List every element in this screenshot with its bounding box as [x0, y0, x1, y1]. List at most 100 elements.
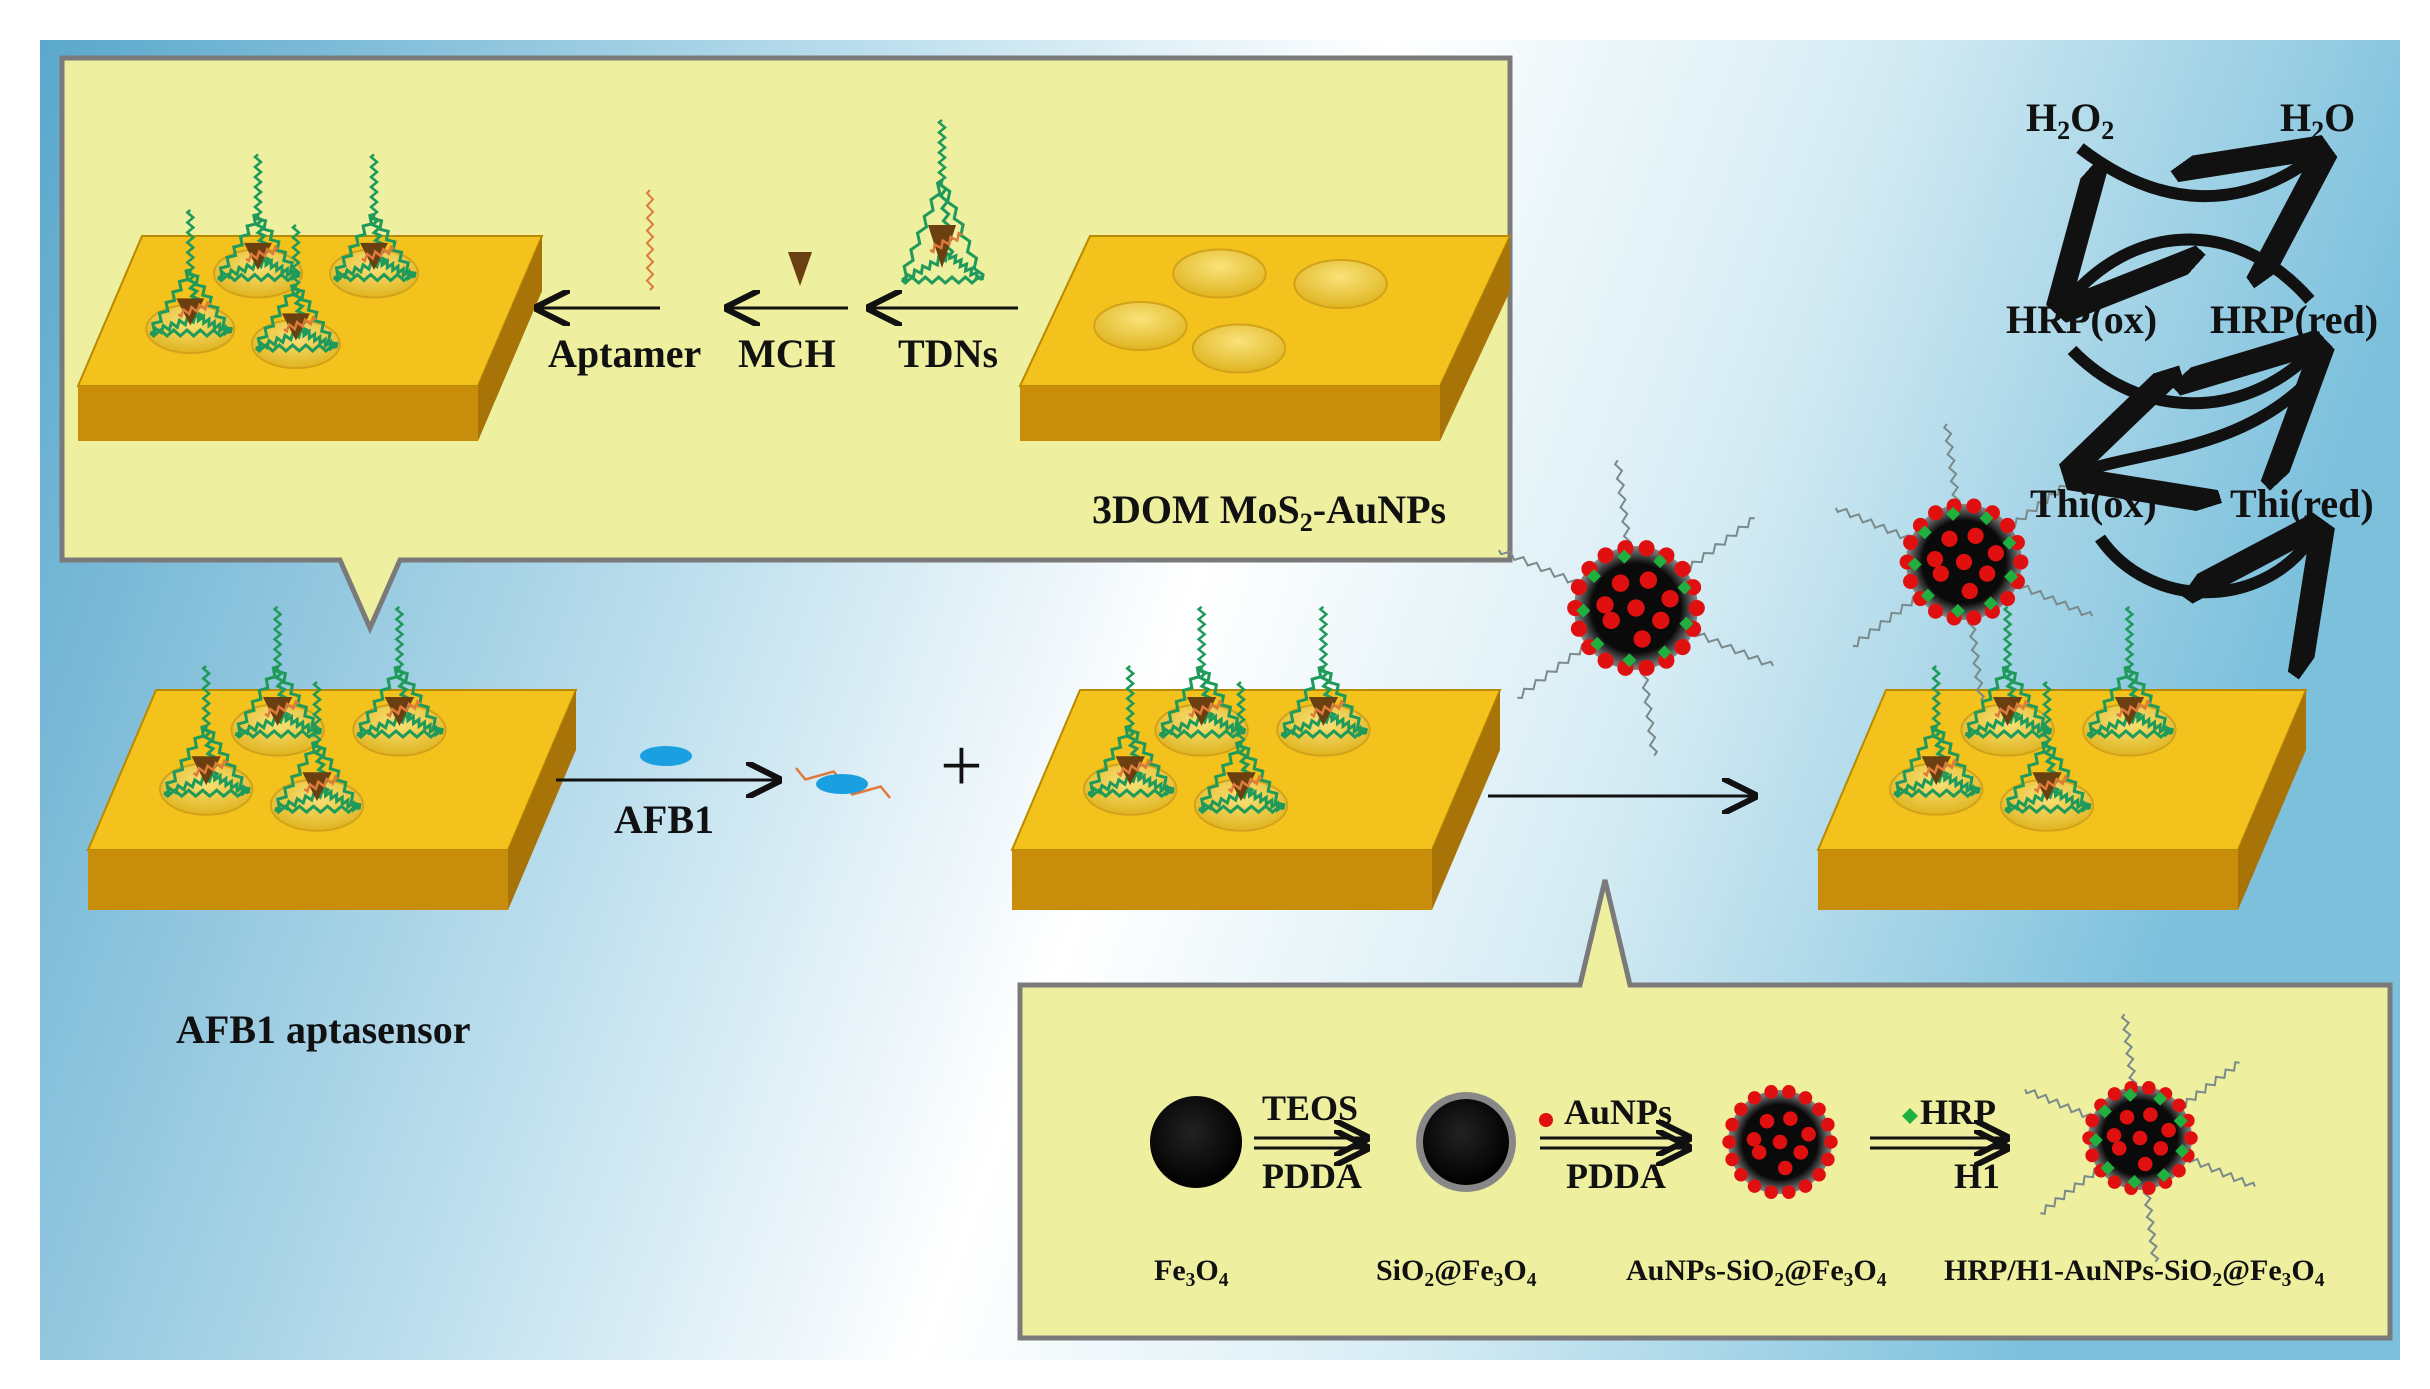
- aunp-dot: [2172, 1163, 2186, 1178]
- dna-strand: [255, 214, 301, 278]
- dna-strand: [275, 666, 323, 735]
- aptamer-strand: [1125, 665, 1136, 727]
- cycle-arrow-thi-red-to-ox: [2086, 380, 2315, 470]
- dna-strand: [217, 213, 259, 279]
- aunp-dot: [1979, 565, 1996, 582]
- aunp-dot: [1596, 596, 1614, 614]
- complement-strand: [192, 758, 228, 778]
- aptasensor-label: AFB1 aptasensor: [176, 1007, 471, 1052]
- h1-strand: [2142, 1188, 2160, 1263]
- hrp-dot: [2100, 1161, 2115, 1176]
- h1-strand: [1942, 423, 1961, 506]
- complement-strand: [2116, 699, 2152, 719]
- dna-strand: [254, 342, 337, 354]
- dna-tetrahedron: [1280, 605, 1368, 739]
- hrp-dot: [1920, 588, 1935, 603]
- aunp-dot: [1638, 540, 1655, 557]
- aunp-dot: [1966, 498, 1982, 514]
- chip-side-face: [478, 236, 542, 441]
- dna-strand: [274, 804, 360, 815]
- hrp-dot: [2088, 1133, 2103, 1148]
- aunp-dot: [1987, 545, 2005, 562]
- step2-bottom-label: PDDA: [1566, 1156, 1666, 1196]
- aunp-dot: [2107, 1175, 2122, 1189]
- dna-strand: [396, 666, 444, 735]
- complement-strand: [264, 699, 300, 719]
- aunp-dot: [1722, 1135, 1736, 1149]
- aunp-dot: [1782, 1185, 1796, 1199]
- aunp-dot: [1639, 571, 1658, 589]
- chip-side-face: [508, 690, 576, 910]
- complement-strand: [245, 244, 279, 264]
- aunp-dot: [1597, 547, 1614, 564]
- dna-strand: [1893, 724, 1937, 795]
- dna-strand: [216, 272, 300, 283]
- dna-strand: [332, 272, 416, 283]
- dna-tetrahedron: [254, 224, 339, 354]
- h1-strand: [2120, 1013, 2138, 1088]
- aunp-dot: [2111, 1141, 2127, 1156]
- dna-strand: [2053, 788, 2091, 813]
- h1-strand: [1834, 507, 1912, 540]
- dna-strand: [1933, 725, 1981, 794]
- aunp-dot: [1570, 579, 1587, 596]
- hrp-dot: [1950, 603, 1965, 618]
- chip-well: [1172, 248, 1267, 299]
- dna-strand: [901, 178, 943, 282]
- hrp-dot: [1946, 506, 1961, 521]
- aunp-dot: [1746, 1132, 1762, 1147]
- h1-strand: [1517, 644, 1587, 699]
- complement-strand: [1922, 758, 1958, 778]
- mos2-substrate-chip: [1018, 235, 1512, 441]
- hrp-reagent-icon: [1902, 1108, 1918, 1124]
- functionalized-chip-top: [76, 153, 544, 441]
- hrp-dot: [1917, 525, 1932, 540]
- aunps-sio2-fe3o4-particle: [1722, 1085, 1838, 1199]
- h1-strand: [2016, 584, 2094, 617]
- aptamer-strand: [2002, 605, 2013, 668]
- aunp-dot: [1801, 1126, 1816, 1142]
- h1-strand: [1685, 517, 1755, 572]
- hrp-dot: [2175, 1144, 2190, 1159]
- dna-strand: [323, 788, 361, 813]
- hrp-dot: [1617, 549, 1632, 564]
- aunp-dot: [1966, 610, 1982, 626]
- aunp-dot: [2085, 1148, 2099, 1163]
- h1-strand: [2181, 1061, 2240, 1109]
- aptamer-afb1-complex-molecule: [816, 774, 868, 794]
- final-chip: [1816, 605, 2308, 910]
- dna-strand: [2126, 666, 2174, 735]
- dna-strand: [234, 729, 321, 739]
- dna-strand: [213, 772, 250, 797]
- dna-tetrahedron: [163, 665, 251, 799]
- aunp-dot: [1783, 1111, 1798, 1126]
- aunp-dot: [1674, 560, 1691, 578]
- complement-strand: [1994, 699, 2030, 719]
- dna-tetrahedron: [274, 681, 362, 815]
- thi-red-label: Thi(red): [2230, 481, 2374, 526]
- aunp-dot: [1967, 527, 1984, 545]
- dna-strand: [2136, 713, 2173, 738]
- dna-strand: [1238, 741, 1286, 810]
- aunp-dot: [2000, 590, 2016, 607]
- aunp-dot: [1777, 1160, 1793, 1176]
- aunp-dot: [1652, 611, 1670, 630]
- aunp-dot: [2132, 1130, 2148, 1146]
- hrp-dot: [1983, 596, 1998, 611]
- aunp-dot: [1633, 630, 1651, 648]
- dna-strand: [302, 328, 338, 352]
- aunp-dot: [2000, 517, 2016, 534]
- dna-strand: [380, 257, 416, 282]
- aunp-dot: [1798, 1091, 1813, 1105]
- dna-strand: [293, 284, 339, 349]
- hrp-dot: [1679, 616, 1694, 631]
- hrp-dot: [2004, 569, 2019, 584]
- plus-sign: +: [940, 724, 983, 808]
- dna-tetrahedron: [2086, 605, 2174, 739]
- chip-front-face: [1012, 850, 1432, 910]
- dna-tetrahedron: [356, 605, 444, 739]
- h2o-label: H2O: [2280, 95, 2356, 145]
- aunp-dot: [1812, 1102, 1826, 1117]
- step-aptamer-label: Aptamer: [548, 331, 702, 376]
- dna-strand: [356, 665, 400, 736]
